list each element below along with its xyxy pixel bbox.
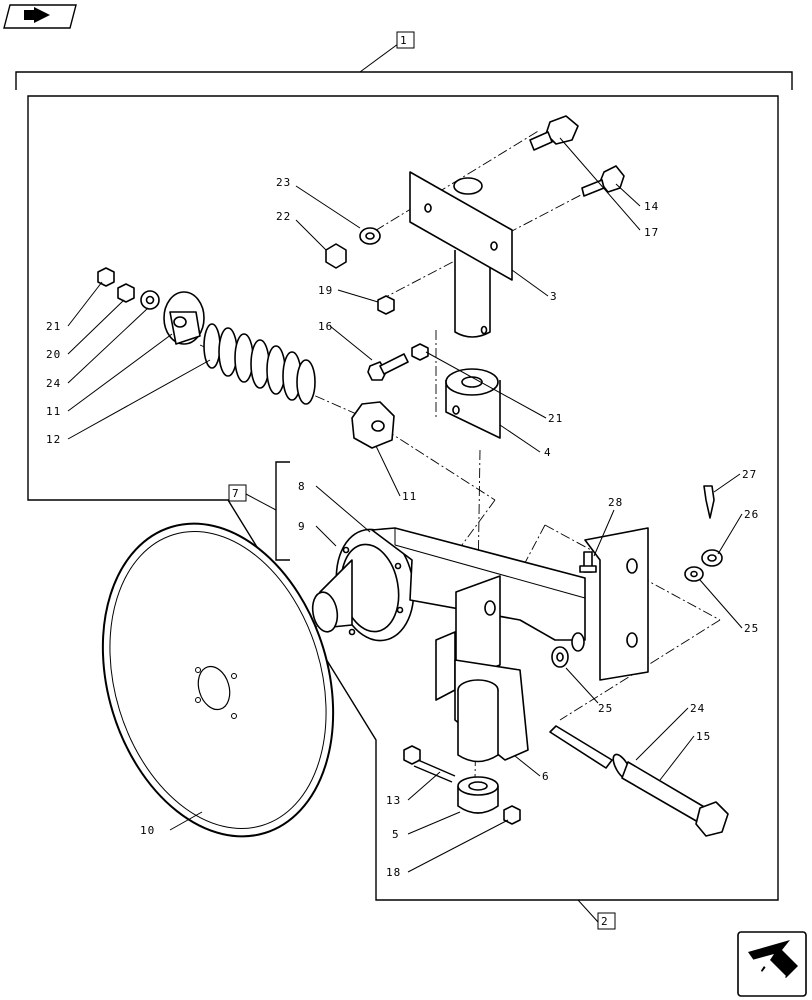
assembly-outline <box>27 95 779 901</box>
bolt-17 <box>529 115 579 151</box>
book-arrow-icon[interactable] <box>3 4 77 29</box>
callout-25-plate: 25 <box>744 622 759 635</box>
collar <box>457 776 499 814</box>
assembly-bracket: 1 <box>15 31 793 90</box>
arm-hole <box>571 632 585 652</box>
bolt-13 <box>403 745 456 783</box>
callout-10: 10 <box>140 824 155 837</box>
leader-lines <box>67 137 743 873</box>
callout-14: 14 <box>644 200 659 213</box>
callout-8: 8 <box>298 480 306 493</box>
callout-16: 16 <box>318 320 333 333</box>
callout-21-upper: 21 <box>46 320 61 333</box>
nut-18 <box>503 805 521 825</box>
group-label-2: 2 <box>601 915 609 928</box>
shank-plate <box>409 171 513 338</box>
nut-21-upper <box>97 267 115 287</box>
callout-23: 23 <box>276 176 291 189</box>
bearing-bracket <box>445 368 501 439</box>
group-label-box-1 <box>396 31 415 49</box>
callout-18: 18 <box>386 866 401 879</box>
group-label-box-2 <box>597 912 616 930</box>
callout-9: 9 <box>298 520 306 533</box>
callout-20: 20 <box>46 348 61 361</box>
callout-24-lower: 24 <box>690 702 705 715</box>
group-label-1: 1 <box>400 34 408 47</box>
callout-13: 13 <box>386 794 401 807</box>
callout-27: 27 <box>742 468 757 481</box>
nut-20 <box>117 283 135 303</box>
callout-17: 17 <box>644 226 659 239</box>
callout-15: 15 <box>696 730 711 743</box>
group-label-box-7 <box>228 484 247 502</box>
callout-labels: 23 22 19 16 21 20 24 11 12 3 21 4 11 14 … <box>46 176 759 879</box>
compression-spring <box>203 323 316 405</box>
callout-21-lower: 21 <box>548 412 563 425</box>
pivot-block <box>435 575 529 763</box>
callout-12: 12 <box>46 433 61 446</box>
nut-22 <box>325 243 347 269</box>
nut-21-lower <box>411 343 429 361</box>
callout-25-arm: 25 <box>598 702 613 715</box>
coulter-disc <box>101 522 335 838</box>
spring-cup-upper <box>163 291 205 345</box>
kit-bracket: 7 <box>228 461 290 561</box>
mounting-plate <box>584 527 649 681</box>
group-label-7: 7 <box>232 487 240 500</box>
callout-11-upper: 11 <box>46 405 61 418</box>
nut-19 <box>377 295 395 315</box>
callout-3: 3 <box>550 290 558 303</box>
callout-11-lower: 11 <box>402 490 417 503</box>
navigate-arrow-icon[interactable] <box>737 931 807 997</box>
cotter-pin <box>703 485 715 519</box>
disc-hub <box>311 528 415 642</box>
bolt-15 <box>549 725 729 837</box>
callout-5: 5 <box>392 828 400 841</box>
grease-fitting <box>579 551 597 573</box>
callout-28: 28 <box>608 496 623 509</box>
callout-24-upper: 24 <box>46 377 61 390</box>
bolt-16 <box>367 353 409 381</box>
callout-6: 6 <box>542 770 550 783</box>
callout-19: 19 <box>318 284 333 297</box>
callout-26: 26 <box>744 508 759 521</box>
callout-22: 22 <box>276 210 291 223</box>
spring-cup-lower <box>351 401 395 449</box>
callout-4: 4 <box>544 446 552 459</box>
